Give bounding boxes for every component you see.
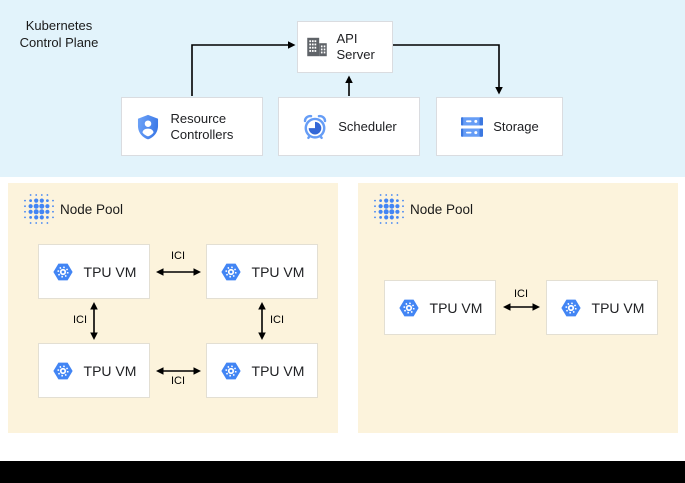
tpu-hexagon-icon — [220, 261, 242, 283]
control-plane-title: Kubernetes Control Plane — [19, 18, 99, 50]
ici-label-left: ICI — [72, 314, 88, 326]
tpu-vm-box-3: TPU VM — [38, 343, 150, 398]
tpu-vm-box-6: TPU VM — [546, 280, 658, 335]
dotted-cluster-icon — [24, 194, 54, 224]
tpu-vm-label: TPU VM — [251, 263, 305, 280]
tpu-vm-label: TPU VM — [251, 362, 305, 379]
ici-label-right-pool: ICI — [513, 288, 529, 300]
server-rack-icon — [460, 116, 484, 138]
tpu-hexagon-icon — [560, 297, 582, 319]
resource-controllers-box: Resource Controllers — [121, 97, 263, 156]
api-server-box: API Server — [297, 21, 393, 73]
node-pool-right-label: Node Pool — [410, 202, 474, 217]
dotted-cluster-icon — [374, 194, 404, 224]
node-pool-right: Node Pool TPU VM TPU VM — [358, 183, 678, 433]
node-pool-left-label: Node Pool — [60, 202, 124, 217]
bottom-bar — [0, 461, 685, 483]
ici-label-right: ICI — [269, 314, 285, 326]
tpu-hexagon-icon — [220, 360, 242, 382]
shield-person-icon — [134, 113, 162, 141]
tpu-vm-label: TPU VM — [429, 299, 483, 316]
storage-box: Storage — [436, 97, 563, 156]
control-plane-section: Kubernetes Control Plane API Server Reso… — [0, 0, 685, 177]
tpu-vm-label: TPU VM — [83, 362, 137, 379]
tpu-vm-box-1: TPU VM — [38, 244, 150, 299]
scheduler-label: Scheduler — [338, 118, 397, 134]
tpu-hexagon-icon — [52, 261, 74, 283]
tpu-hexagon-icon — [398, 297, 420, 319]
tpu-vm-label: TPU VM — [83, 263, 137, 280]
tpu-vm-box-2: TPU VM — [206, 244, 318, 299]
tpu-vm-label: TPU VM — [591, 299, 645, 316]
ici-label-bottom: ICI — [170, 375, 186, 387]
scheduler-box: Scheduler — [278, 97, 420, 156]
ici-label-top: ICI — [170, 250, 186, 262]
alarm-clock-icon — [301, 113, 329, 141]
storage-label: Storage — [493, 118, 539, 134]
node-pool-left: Node Pool TPU VM TPU VM TPU VM TPU VM — [8, 183, 338, 433]
tpu-hexagon-icon — [52, 360, 74, 382]
api-server-label: API Server — [336, 31, 375, 62]
tpu-vm-box-4: TPU VM — [206, 343, 318, 398]
building-icon — [304, 34, 330, 60]
resource-controllers-label: Resource Controllers — [170, 110, 234, 142]
tpu-vm-box-5: TPU VM — [384, 280, 496, 335]
